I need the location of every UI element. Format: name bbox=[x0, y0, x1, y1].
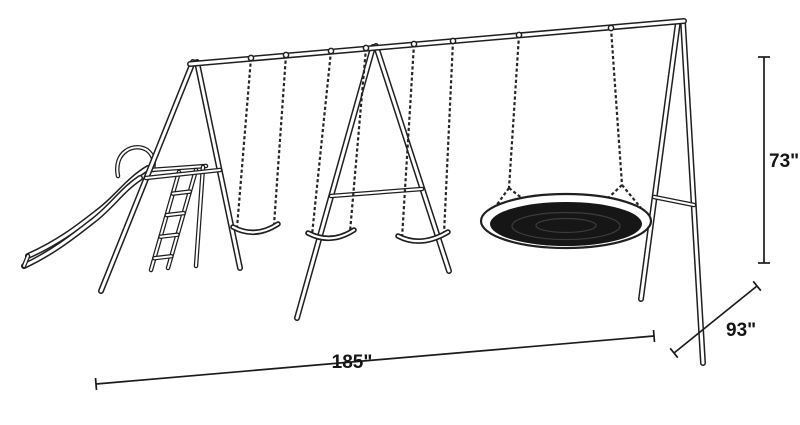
slide bbox=[24, 147, 154, 266]
depth-dimension: 93" bbox=[669, 280, 762, 359]
width-dimension-label: 185" bbox=[332, 352, 373, 373]
right-a-frame bbox=[641, 22, 703, 363]
width-dimension: 185" bbox=[94, 329, 656, 391]
middle-a-frame bbox=[297, 46, 449, 318]
saucer-swing bbox=[479, 27, 653, 250]
height-dimension-label: 73" bbox=[769, 151, 799, 172]
belt-swing-2 bbox=[308, 47, 368, 238]
chain-hangers bbox=[247, 24, 615, 62]
ladder bbox=[150, 166, 206, 270]
height-dimension: 73" bbox=[758, 56, 799, 264]
belt-swing-3 bbox=[398, 40, 455, 241]
belt-swing-1 bbox=[233, 54, 288, 232]
depth-dimension-label: 93" bbox=[726, 320, 756, 341]
